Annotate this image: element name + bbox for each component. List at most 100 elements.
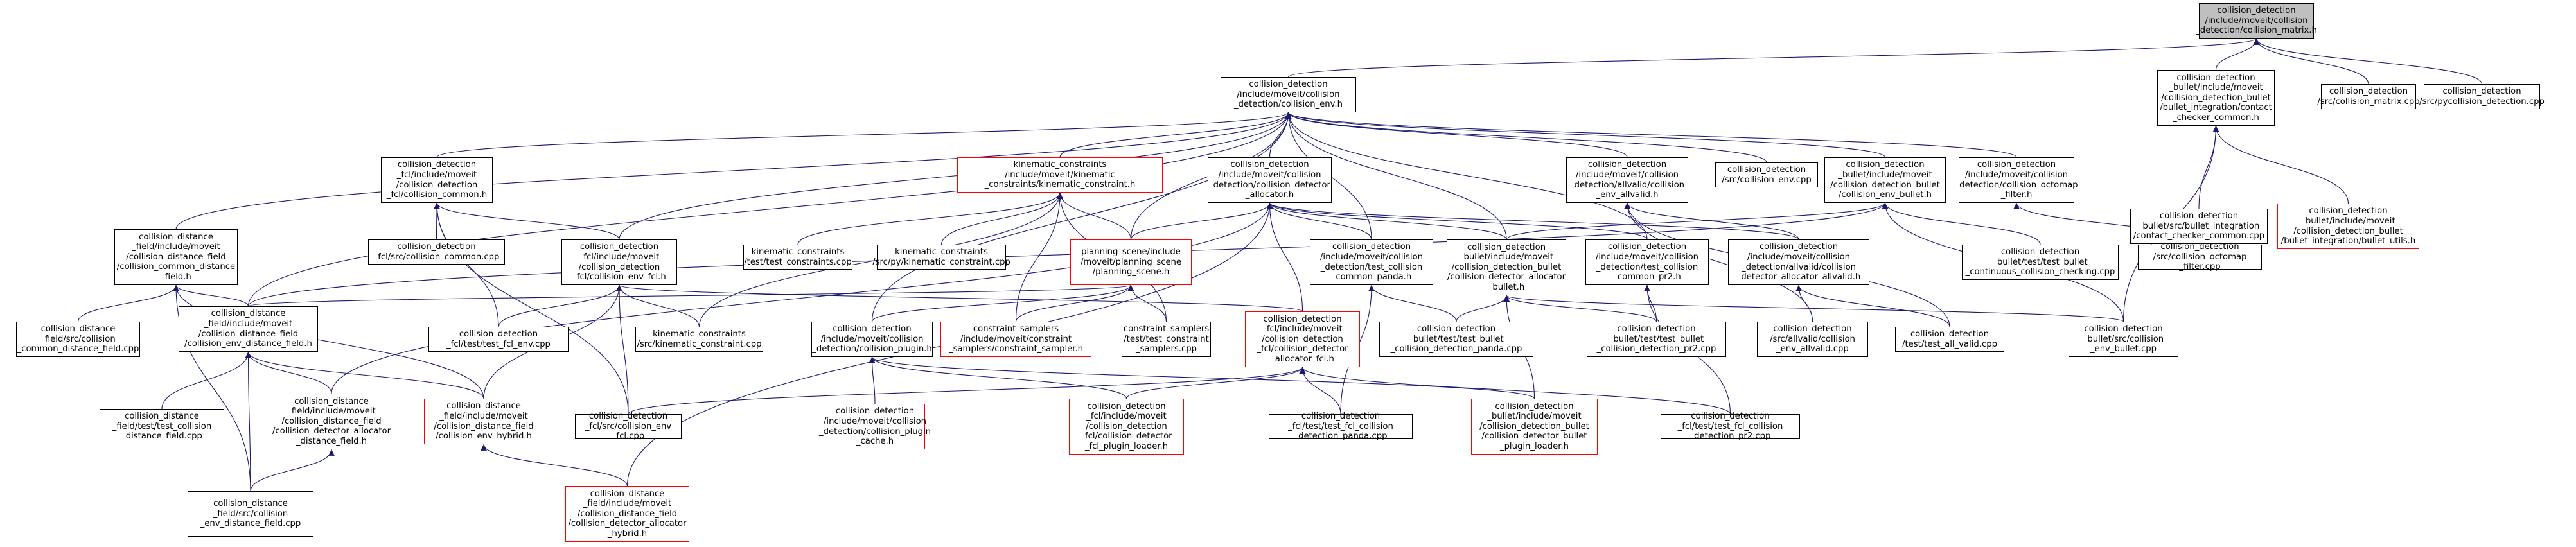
edge-n1-n4 (2253, 38, 2369, 85)
edge-n24-n36 (1795, 284, 1813, 322)
edge-n2-n10 (1285, 112, 1628, 158)
edge-n22-n34 (1456, 295, 1510, 322)
edge-n8-n20 (1057, 192, 1132, 240)
graph-node-n8[interactable]: kinematic_constraints /include/moveit/ki… (957, 157, 1163, 193)
graph-node-n39[interactable]: collision_distance _field/src/collision … (16, 322, 140, 357)
edge-n2-n8 (1059, 112, 1292, 158)
edge-n33-n46 (1299, 367, 1341, 415)
graph-node-n23[interactable]: collision_detection /include/moveit/coll… (1585, 239, 1709, 285)
graph-node-n42[interactable]: collision_distance _field/include/moveit… (424, 399, 543, 444)
edge-n2-n13 (1285, 112, 2017, 158)
edge-n8-n19 (940, 192, 1063, 245)
edge-n8-n18 (797, 192, 1063, 245)
edge-n22-n27 (1503, 295, 2124, 322)
edge-n38-n40 (161, 351, 252, 410)
graph-node-n36[interactable]: collision_detection /src/allvalid/collis… (1757, 322, 1868, 357)
graph-node-n31[interactable]: constraint_samplers /test/test_constrain… (1122, 322, 1211, 357)
graph-node-n11[interactable]: collision_detection /src/collision_env.c… (1715, 162, 1818, 187)
graph-node-n6[interactable]: collision_distance _field/include/moveit… (114, 229, 238, 285)
graph-node-n20[interactable]: planning_scene/include /moveit/planning_… (1070, 239, 1192, 285)
edge-n38-n42 (245, 351, 484, 399)
graph-node-n3[interactable]: collision_detection _bullet/include/move… (2157, 70, 2275, 126)
graph-node-n46[interactable]: collision_detection _fcl/test/test_fcl_c… (1269, 412, 1413, 441)
graph-node-n15[interactable]: collision_detection _bullet/include/move… (2277, 204, 2419, 249)
graph-node-n28[interactable]: collision_detection _fcl/test/test_fcl_e… (428, 327, 569, 352)
edge-n2-n12 (1285, 112, 1886, 158)
graph-node-n21[interactable]: collision_detection /include/moveit/coll… (1310, 239, 1433, 285)
graph-node-n19[interactable]: kinematic_constraints /src/py/kinematic_… (872, 245, 1010, 270)
edge-n9-n22 (1266, 202, 1507, 240)
edge-n6-n38 (173, 284, 249, 307)
graph-node-n14[interactable]: collision_detection _bullet/src/bullet_i… (2130, 209, 2268, 244)
edge-n20-n30 (1015, 284, 1134, 322)
graph-node-n43[interactable]: collision_detection _fcl/src/collision_e… (575, 412, 682, 441)
graph-node-n30[interactable]: constraint_samplers /include/moveit/cons… (940, 322, 1091, 357)
edge-n12-n25 (1882, 202, 2041, 245)
edge-n22-n35 (1503, 295, 1657, 322)
graph-node-n27[interactable]: collision_detection _bullet/src/collisio… (2069, 322, 2178, 357)
graph-node-n33[interactable]: collision_detection _fcl/include/moveit … (1245, 311, 1360, 367)
graph-node-n13[interactable]: collision_detection /include/moveit/coll… (1955, 157, 2078, 203)
edge-n2-n11 (1285, 112, 1767, 163)
edge-n2-n22 (1285, 112, 1507, 240)
graph-node-n5[interactable]: collision_detection /src/pycollision_det… (2419, 84, 2545, 109)
graph-node-n7[interactable]: collision_detection _fcl/include/moveit … (381, 157, 493, 203)
graph-node-n34[interactable]: collision_detection _bullet/test/test_bu… (1379, 322, 1533, 357)
graph-node-n17[interactable]: collision_detection _fcl/include/moveit … (561, 239, 677, 285)
graph-node-n48[interactable]: collision_detection _fcl/test/test_fcl_c… (1661, 412, 1800, 441)
edge-n42-n50 (481, 444, 628, 487)
edge-n6-n39 (77, 284, 179, 322)
edge-n17-n29 (616, 284, 700, 327)
graph-node-n10[interactable]: collision_detection /include/moveit/coll… (1566, 157, 1688, 203)
graph-node-n2[interactable]: collision_detection /include/moveit/coll… (1221, 77, 1356, 112)
edge-n32-n47 (869, 356, 1535, 399)
graph-node-n40[interactable]: collision_distance _field/test/test_coll… (100, 409, 224, 444)
graph-node-n32[interactable]: collision_detection /include/moveit/coll… (811, 322, 933, 357)
edge-n10-n24 (1624, 202, 1799, 240)
edge-n3-n14 (2198, 125, 2219, 209)
graph-node-n29[interactable]: kinematic_constraints /src/kinematic_con… (635, 327, 763, 352)
edge-n33-n48 (1299, 367, 1731, 415)
edge-n9-n33 (1266, 202, 1303, 312)
graph-node-n38[interactable]: collision_distance _field/include/moveit… (179, 306, 318, 352)
graph-node-n4[interactable]: collision_detection /src/collision_matri… (2317, 84, 2420, 109)
edge-n17-n43 (616, 284, 629, 415)
graph-node-n47[interactable]: collision_detection _bullet/include/move… (1471, 399, 1598, 455)
graph-node-n41[interactable]: collision_distance _field/include/moveit… (270, 394, 393, 449)
graph-node-n18[interactable]: kinematic_constraints /test/test_constra… (743, 245, 852, 270)
graph-node-n16[interactable]: collision_detection _fcl/src/collision_c… (368, 239, 505, 265)
graph-node-n45[interactable]: collision_detection _fcl/include/moveit … (1069, 399, 1184, 455)
graph-node-n24[interactable]: collision_detection /include/moveit/coll… (1728, 239, 1869, 285)
graph-node-n35[interactable]: collision_detection _bullet/test/test_bu… (1587, 322, 1726, 357)
edge-n2-n17 (619, 112, 1292, 240)
edge-n9-n23 (1266, 202, 1648, 240)
edge-n2-n23 (1285, 112, 1648, 240)
edge-n1-n5 (2253, 38, 2483, 85)
graph-node-n1[interactable]: collision_detection /include/moveit/coll… (2196, 3, 2317, 39)
graph-node-n49[interactable]: collision_distance _field/src/collision … (188, 491, 313, 537)
graph-node-n26[interactable]: collision_detection /src/collision_octom… (2138, 242, 2262, 272)
graph-node-n25[interactable]: collision_detection _bullet/test/test_bu… (1962, 245, 2119, 280)
edge-n20-n32 (871, 284, 1134, 322)
edge-n7-n17 (434, 202, 620, 240)
edge-n17-n33 (616, 284, 1303, 312)
edge-n20-n31 (1127, 284, 1167, 322)
graph-node-n12[interactable]: collision_detection _bullet/include/move… (1824, 157, 1946, 203)
edge-n33-n45 (1125, 367, 1306, 399)
edge-n32-n44 (869, 356, 876, 404)
edge-n21-n34 (1368, 284, 1457, 322)
graph-node-n50[interactable]: collision_distance _field/include/moveit… (565, 486, 689, 542)
graph-node-n44[interactable]: collision_detection /include/moveit/coll… (819, 404, 931, 449)
edge-n20-n38 (247, 284, 1134, 307)
edge-n2-n7 (436, 112, 1292, 158)
edge-n38-n49 (245, 351, 252, 492)
edge-n9-n24 (1266, 202, 1799, 240)
graph-node-n37[interactable]: collision_detection /test/test_all_valid… (1895, 327, 2004, 352)
edge-n38-n41 (245, 351, 332, 394)
edge-n41-n49 (250, 449, 335, 492)
edge-n2-n32 (871, 112, 1292, 322)
graph-node-n22[interactable]: collision_detection _bullet/include/move… (1447, 239, 1566, 295)
graph-node-n9[interactable]: collision_detection /include/moveit/coll… (1208, 157, 1332, 203)
edge-n12-n22 (1506, 202, 1889, 240)
